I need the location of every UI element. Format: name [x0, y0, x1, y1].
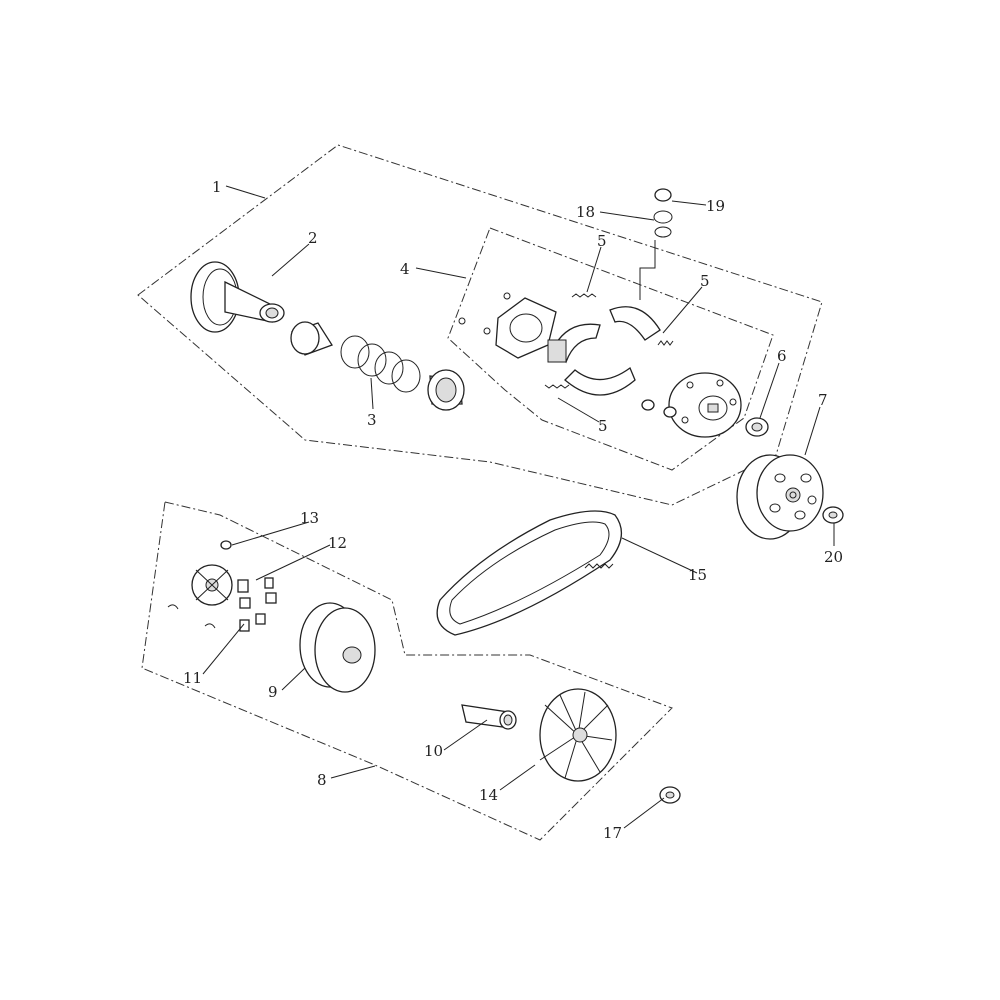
- callout-15: 15: [688, 566, 707, 584]
- callout-10: 10: [424, 742, 443, 760]
- callout-18: 18: [576, 203, 595, 221]
- group-4-outline: [447, 227, 774, 471]
- sleeve-part: [290, 321, 333, 356]
- clutch-shoe-part: [547, 306, 661, 396]
- drive-nut-part: [659, 786, 681, 804]
- group-1-outline: [137, 144, 823, 506]
- leader-lines: [202, 185, 835, 829]
- callout-9: 9: [268, 683, 278, 701]
- callout-14: 14: [479, 786, 498, 804]
- callout-5-top: 5: [597, 232, 607, 250]
- callout-1: 1: [212, 178, 222, 196]
- movable-drive-face-part: [299, 602, 376, 693]
- driven-pulley-part: [190, 261, 285, 333]
- fan-drive-face-part: [539, 688, 617, 782]
- callout-17: 17: [603, 824, 622, 842]
- group-8-outline: [141, 501, 673, 841]
- spring-seat-part: [427, 369, 465, 411]
- callout-13: 13: [300, 509, 319, 527]
- clutch-hub-part: [641, 372, 742, 438]
- callout-7: 7: [818, 391, 828, 409]
- ramp-plate-part: [191, 564, 233, 606]
- clutch-spring-part: [544, 293, 674, 389]
- callout-12: 12: [328, 534, 347, 552]
- clutch-nut-part: [745, 417, 769, 437]
- callout-20: 20: [824, 548, 843, 566]
- callout-11: 11: [183, 669, 202, 687]
- clutch-plate-part: [458, 292, 557, 359]
- callout-4: 4: [400, 260, 410, 278]
- callout-3: 3: [367, 411, 377, 429]
- clutch-bell-part: [736, 454, 824, 540]
- collar-part: [461, 704, 517, 730]
- drive-belt-part: [436, 510, 622, 636]
- callout-5-right: 5: [700, 272, 710, 290]
- callout-19: 19: [706, 197, 725, 215]
- callout-5-bottom: 5: [598, 417, 608, 435]
- spring-part: [340, 335, 421, 393]
- roller-set-part: [167, 540, 277, 632]
- bell-nut-part: [822, 506, 844, 524]
- callout-6: 6: [777, 347, 787, 365]
- callout-2: 2: [308, 229, 318, 247]
- callout-8: 8: [317, 771, 327, 789]
- spring-stack-part: [639, 188, 673, 300]
